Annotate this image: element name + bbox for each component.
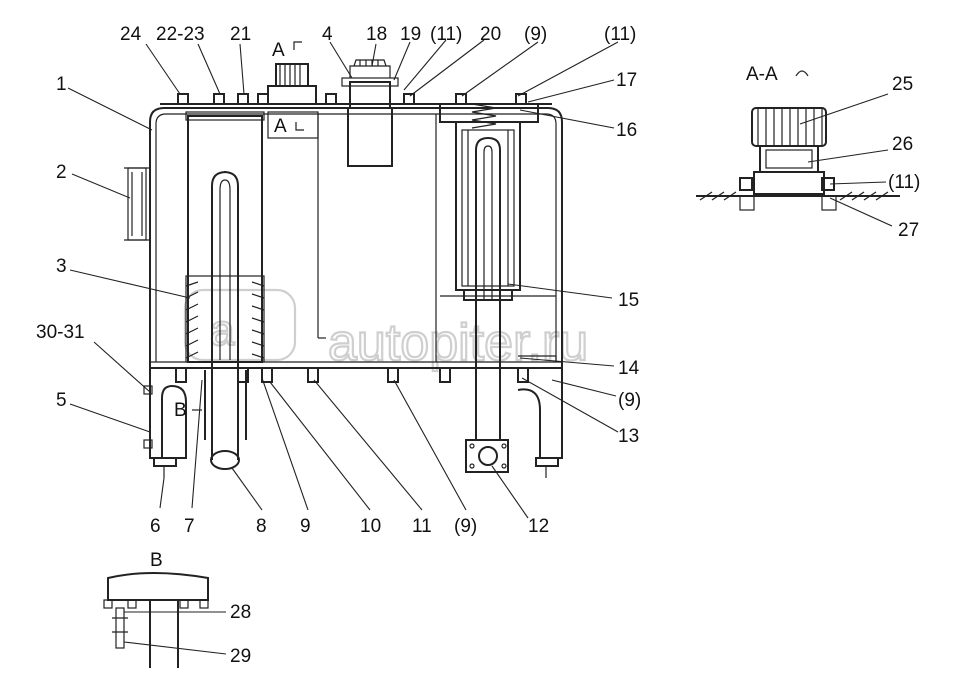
callout-15: 15 <box>618 290 639 311</box>
callout-9-bottom: (9) <box>454 516 477 537</box>
section-aa-title: A-A <box>746 64 778 85</box>
hydraulic-tank <box>124 59 563 478</box>
callout-30-31: 30-31 <box>36 322 85 343</box>
watermark-badge <box>183 288 297 362</box>
svg-text:a: a <box>210 306 235 355</box>
callout-5: 5 <box>56 390 67 411</box>
callout-9-top: (9) <box>524 24 547 45</box>
callout-9: 9 <box>300 516 311 537</box>
section-a-top-label: A <box>272 40 285 61</box>
callout-6: 6 <box>150 516 161 537</box>
callout-29: 29 <box>230 646 251 667</box>
callout-13: 13 <box>618 426 639 447</box>
callout-27: 27 <box>898 220 919 241</box>
callout-22-23: 22-23 <box>156 24 205 45</box>
leader-lines <box>67 39 893 655</box>
callout-28: 28 <box>230 602 251 623</box>
callout-21: 21 <box>230 24 251 45</box>
section-marks: A A B A-A B <box>150 40 809 571</box>
detail-b <box>103 572 209 668</box>
watermark-text: autopiter.ru <box>328 314 588 372</box>
callout-12: 12 <box>528 516 549 537</box>
bottom-bolts <box>175 367 529 383</box>
callout-9-right: (9) <box>618 390 641 411</box>
callout-19: 19 <box>400 24 421 45</box>
callout-11-detail: (11) <box>888 172 920 193</box>
top-bolts <box>177 93 527 105</box>
callout-14: 14 <box>618 358 640 379</box>
callout-11-top: (11) <box>430 24 462 45</box>
section-aa-detail <box>696 107 900 211</box>
section-a-lower-label: A <box>274 116 287 137</box>
callouts: 24 22-23 21 4 18 19 (11) 20 (9) (11) 17 … <box>36 24 920 667</box>
detail-b-title: B <box>150 550 163 571</box>
watermark: a autopiter.ru <box>183 288 589 373</box>
callout-25: 25 <box>892 74 913 95</box>
callout-10: 10 <box>360 516 381 537</box>
callout-3: 3 <box>56 256 67 277</box>
callout-20: 20 <box>480 24 501 45</box>
callout-8: 8 <box>256 516 267 537</box>
callout-11-topright: (11) <box>604 24 636 45</box>
callout-18: 18 <box>366 24 387 45</box>
callout-1: 1 <box>56 74 67 95</box>
section-b-mark-label: B <box>174 400 187 421</box>
strainer-element <box>185 275 265 363</box>
callout-16: 16 <box>616 120 637 141</box>
callout-26: 26 <box>892 134 913 155</box>
callout-4: 4 <box>322 24 333 45</box>
callout-24: 24 <box>120 24 142 45</box>
sight-gauge <box>127 167 147 241</box>
callout-7: 7 <box>184 516 195 537</box>
callout-11: 11 <box>412 516 432 537</box>
callout-17: 17 <box>616 70 637 91</box>
callout-2: 2 <box>56 162 67 183</box>
